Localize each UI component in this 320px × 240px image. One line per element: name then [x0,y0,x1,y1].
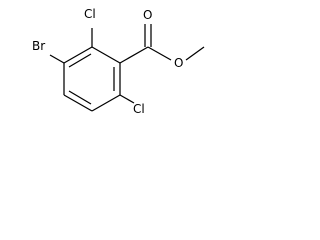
benzene-ring [63,46,121,112]
molecule-structure: Cl Br Cl O O [32,7,205,116]
bond-carbonyl-to-ester-o [147,46,172,61]
ring-bond-c4-c5 [63,94,93,112]
atom-label-cl-top: Cl [84,7,96,21]
bond-to-cl-bottom [119,94,135,104]
atom-label-br: Br [32,39,45,53]
bond-ester-o-to-methyl [185,46,205,61]
atom-label-ester-o: O [174,56,183,70]
atom-label-carbonyl-o: O [143,8,152,22]
ring-bond-c5-c6 [91,94,121,112]
ring-bond-c4-c5-inner [68,90,92,105]
bond-to-br [49,54,65,64]
ring-bond-c2-c3 [63,46,93,64]
ring-bond-c1-c2 [91,46,121,64]
atom-label-cl-bottom: Cl [133,102,145,116]
bond-ring-to-carbonyl [119,46,149,64]
ring-bond-c2-c3-inner [68,53,92,68]
